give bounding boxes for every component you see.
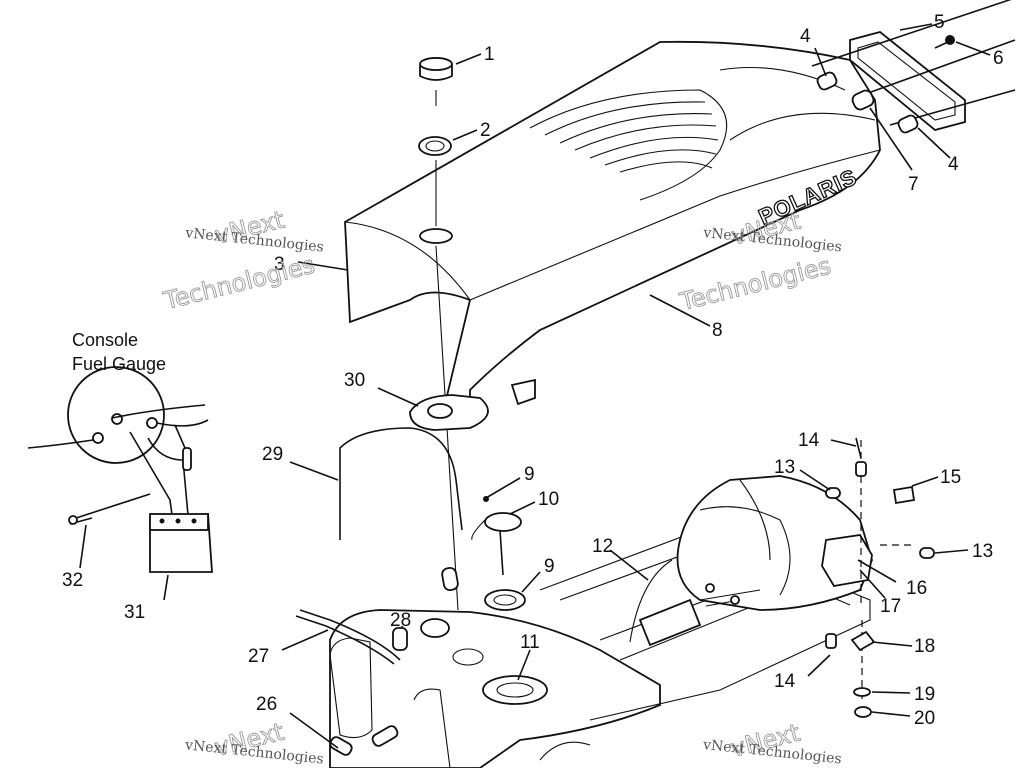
callout-17: 17 [880,596,901,617]
fuel-cap [419,57,453,106]
callout-14-bottom: 14 [774,671,796,692]
callout-29: 29 [262,444,283,465]
callout-26: 26 [256,694,277,715]
callout-14-top: 14 [798,430,820,451]
callout-32: 32 [62,570,83,591]
tank-flange-gasket [409,394,489,431]
callout-5: 5 [934,12,945,33]
gauge-caption-line2: Fuel Gauge [72,354,166,374]
chassis-tunnel [539,437,935,721]
callout-19: 19 [914,684,935,705]
callout-1: 1 [484,44,495,65]
callout-9-upper: 9 [524,464,535,485]
callout-20: 20 [914,708,935,729]
callout-16: 16 [906,578,927,599]
callout-15: 15 [940,467,961,488]
svg-text:Technologies: Technologies [676,252,833,317]
callout-labels: 1 2 3 4 5 6 4 7 8 30 29 9 10 9 11 12 14 … [62,12,1004,729]
fuel-tank [329,609,661,768]
vent-tube [339,427,463,540]
callout-2: 2 [480,120,491,141]
callout-9-lower: 9 [544,556,555,577]
callout-3: 3 [274,254,285,275]
callout-6: 6 [993,48,1004,69]
callout-4-top: 4 [800,26,811,47]
watermark-bottom-right: vNext vNext Technologies [701,718,842,767]
callout-30: 30 [344,370,365,391]
watermark-bottom-left: vNext vNext Technologies [183,717,324,767]
taillight-assembly [811,0,1016,134]
callout-leaders [79,23,991,749]
callout-4-right: 4 [948,154,959,175]
callout-28: 28 [390,610,411,631]
callout-8: 8 [712,320,723,341]
callout-12: 12 [592,536,613,557]
callout-10: 10 [538,489,559,510]
callout-7: 7 [908,174,919,195]
callout-27: 27 [248,646,269,667]
callout-13-right: 13 [972,541,993,562]
callout-13-top: 13 [774,457,795,478]
console-fuel-gauge [27,366,213,573]
fuel-sender [441,496,526,611]
callout-31: 31 [124,602,145,623]
svg-text:Technologies: Technologies [160,251,317,316]
callout-18: 18 [914,636,935,657]
callout-11: 11 [520,632,540,653]
gauge-caption-line1: Console [72,330,138,350]
watermark-top-left: vNext Technologies vNext Technologies [160,205,325,316]
fuel-line [295,609,408,756]
